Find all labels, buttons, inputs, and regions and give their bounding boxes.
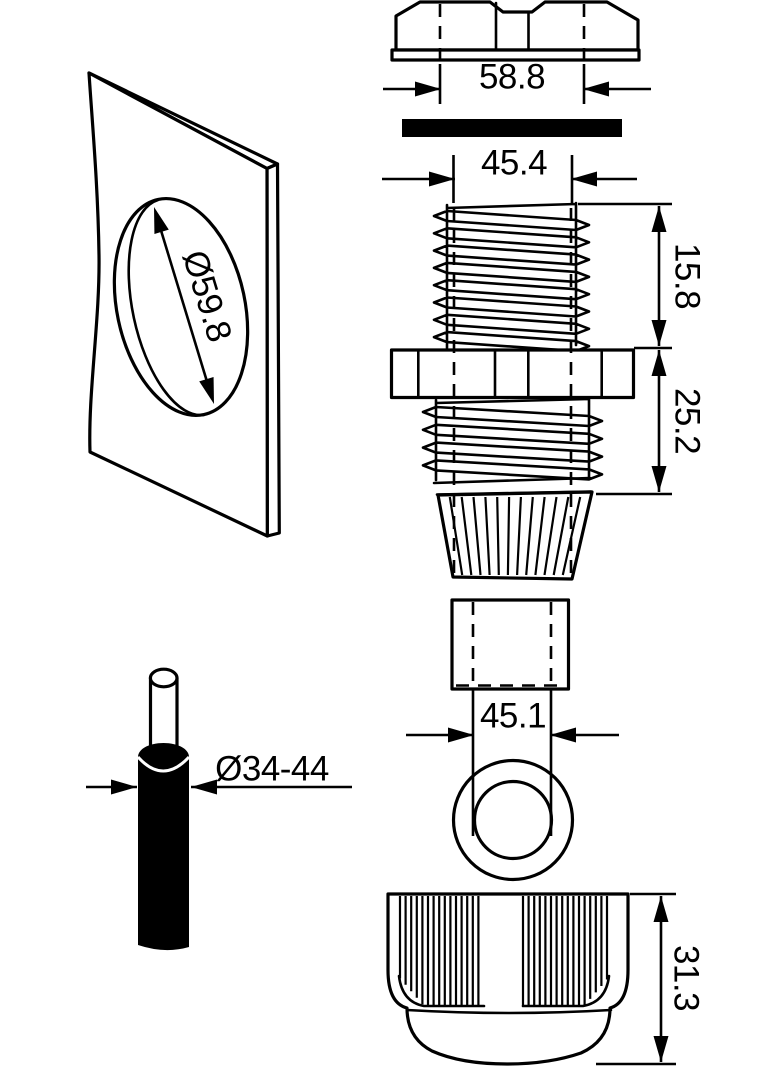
gland-centerlines: [452, 208, 573, 575]
bushing: [450, 598, 571, 691]
hex-flange: [389, 348, 636, 400]
gland-body: [389, 201, 636, 581]
thread-dia-label: 45.4: [481, 144, 547, 183]
lock-nut: [390, 0, 641, 62]
cable-conductor-top: [148, 667, 179, 689]
seal-ring: [451, 690, 575, 882]
cable-conductor-sides: [148, 676, 179, 755]
nut-width-extension-lines: [438, 64, 586, 104]
bushing-outline: [450, 598, 571, 691]
seal-ring-inner: [472, 779, 554, 861]
cable-conductor-body: [150, 678, 177, 755]
hex-flange-facets: [417, 348, 603, 399]
dome-cap: [386, 892, 630, 1066]
dimension-cable-diameter: Ø34-44: [86, 750, 352, 795]
cap-height-extension-lines: [596, 892, 676, 1066]
cable-jacket-rim: [136, 755, 191, 773]
upper-length-label: 15.8: [668, 243, 707, 309]
lower-length-label: 25.2: [668, 388, 707, 454]
nut-flange: [390, 48, 641, 62]
panel-hole-inner-wall: [127, 198, 206, 417]
cap-knurl-ribs-left: [398, 896, 480, 1006]
dimension-lower-thread-length: 25.2: [651, 350, 707, 492]
flat-gasket: [402, 119, 622, 137]
cable-dia-label: Ø34-44: [215, 750, 329, 789]
bushing-dia-label: 45.1: [480, 697, 546, 736]
dimension-cap-height: 31.3: [596, 892, 706, 1066]
mounting-panel: Ø59.8: [87, 71, 281, 538]
cable-jacket: [138, 743, 189, 951]
dimension-nut-width: 58.8: [383, 58, 651, 104]
cap-knurl-ribs-right: [521, 896, 609, 1006]
nut-facet-lines: [494, 1, 530, 52]
dimension-bushing-diameter: 45.1: [406, 697, 619, 743]
dimension-upper-thread-length: 15.8: [578, 202, 707, 496]
dimension-thread-diameter: 45.4: [382, 144, 637, 203]
lower-thread: [421, 396, 604, 482]
cap-height-label: 31.3: [667, 945, 706, 1011]
cap-outline: [386, 892, 630, 1066]
nut-width-label: 58.8: [479, 58, 545, 97]
bushing-hidden-lines: [456, 602, 565, 687]
cap-skirt-junction: [405, 1008, 613, 1015]
cap-rib-bottom-arcs: [397, 974, 611, 1008]
bushing-dia-extension-lines: [471, 690, 553, 836]
collet-slots: [448, 496, 582, 576]
cable: [136, 667, 191, 951]
length-extension-lines: [578, 202, 672, 496]
hole-diameter-arrow-line: [154, 213, 214, 399]
nut-centerlines: [438, 4, 586, 60]
upper-thread: [432, 201, 591, 353]
